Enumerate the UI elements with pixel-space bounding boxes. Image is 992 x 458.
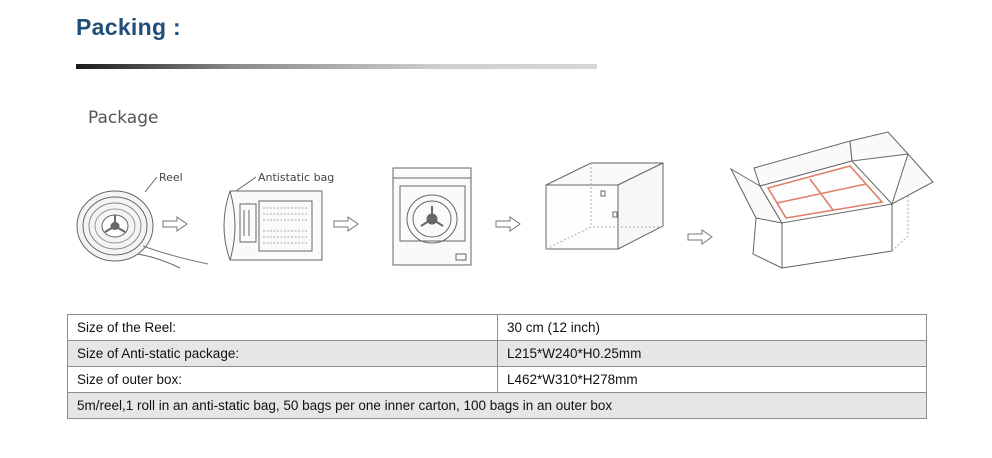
packing-note: 5m/reel,1 roll in an anti-static bag, 50… [67,392,927,419]
arrow-icon [495,216,521,232]
packing-spec-table: Size of the Reel: 30 cm (12 inch) Size o… [67,314,927,419]
reel-drawing [76,176,209,269]
table-row: Size of the Reel: 30 cm (12 inch) [67,314,927,341]
spec-value: L462*W310*H278mm [497,366,927,393]
arrow-icon [333,216,359,232]
reel-label: Reel [159,171,183,184]
antistatic-bag-drawing [223,176,323,261]
title-underline [76,64,597,69]
table-row: Size of Anti-static package: L215*W240*H… [67,340,927,367]
packaging-illustration: Package Reel Antistatic bag [76,108,934,269]
spec-label: Size of the Reel: [67,314,498,341]
inner-carton-drawing [545,162,664,250]
antistatic-bag-label: Antistatic bag [258,171,334,184]
page-title: Packing : [76,14,181,40]
spec-label: Size of outer box: [67,366,498,393]
arrow-icon [687,229,713,245]
spec-value: L215*W240*H0.25mm [497,340,927,367]
spec-value: 30 cm (12 inch) [497,314,927,341]
bagged-reel-drawing [392,167,472,266]
package-heading: Package [88,108,158,128]
table-row: 5m/reel,1 roll in an anti-static bag, 50… [67,392,927,419]
table-row: Size of outer box: L462*W310*H278mm [67,366,927,393]
outer-box-drawing [729,131,934,269]
arrow-icon [162,216,188,232]
spec-label: Size of Anti-static package: [67,340,498,367]
